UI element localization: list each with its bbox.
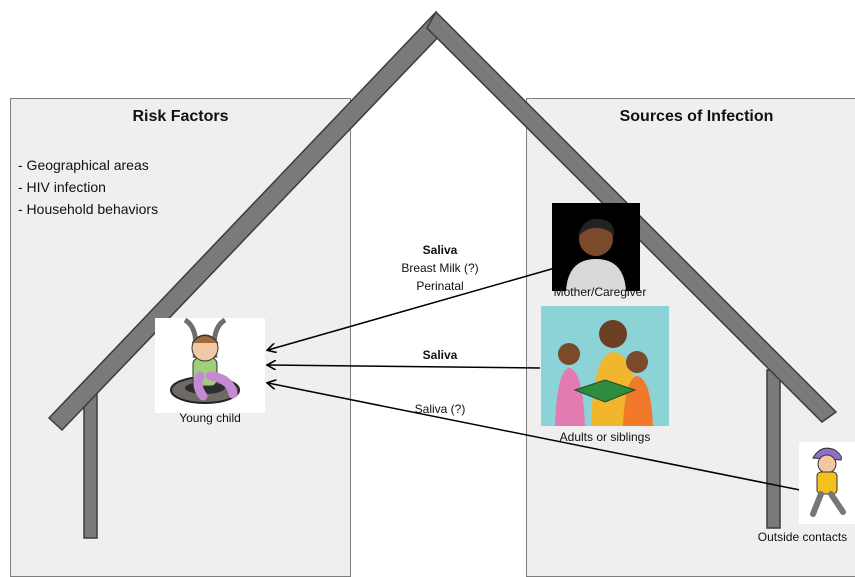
risk-factors-title: Risk Factors	[132, 108, 229, 125]
arrow-mother-to-child	[268, 267, 556, 350]
risk-factors-list: - Geographical areas - HIV infection - H…	[18, 154, 158, 220]
arrow-adults-to-child	[268, 365, 541, 368]
mother-arrow-label-bold: Saliva	[422, 243, 458, 257]
left-wall	[83, 391, 98, 539]
risk-factor-item: - Geographical areas	[18, 157, 149, 173]
mother-arrow-label-line2: Breast Milk (?)	[401, 261, 479, 275]
adults-or-siblings-label: Adults or siblings	[559, 430, 651, 444]
mother-arrow-label: Saliva Breast Milk (?) Perinatal	[380, 241, 500, 295]
risk-factor-item: - Household behaviors	[18, 201, 159, 217]
right-wall	[766, 369, 781, 529]
mother-caregiver-label: Mother/Caregiver	[553, 285, 647, 299]
outside-arrow-label: Saliva (?)	[414, 402, 466, 416]
mother-caregiver-image	[552, 203, 640, 291]
sources-of-infection-title: Sources of Infection	[619, 108, 774, 125]
young-child-label: Young child	[179, 411, 241, 425]
young-child-image	[155, 318, 265, 413]
outside-contacts-image	[799, 442, 855, 524]
arrow-outside-to-child	[268, 383, 801, 491]
outside-contacts-label: Outside contacts	[757, 530, 848, 544]
adults-arrow-label: Saliva	[422, 348, 458, 362]
mother-arrow-label-line3: Perinatal	[416, 279, 464, 293]
adults-or-siblings-image	[541, 306, 669, 426]
risk-factor-item: - HIV infection	[18, 179, 106, 195]
